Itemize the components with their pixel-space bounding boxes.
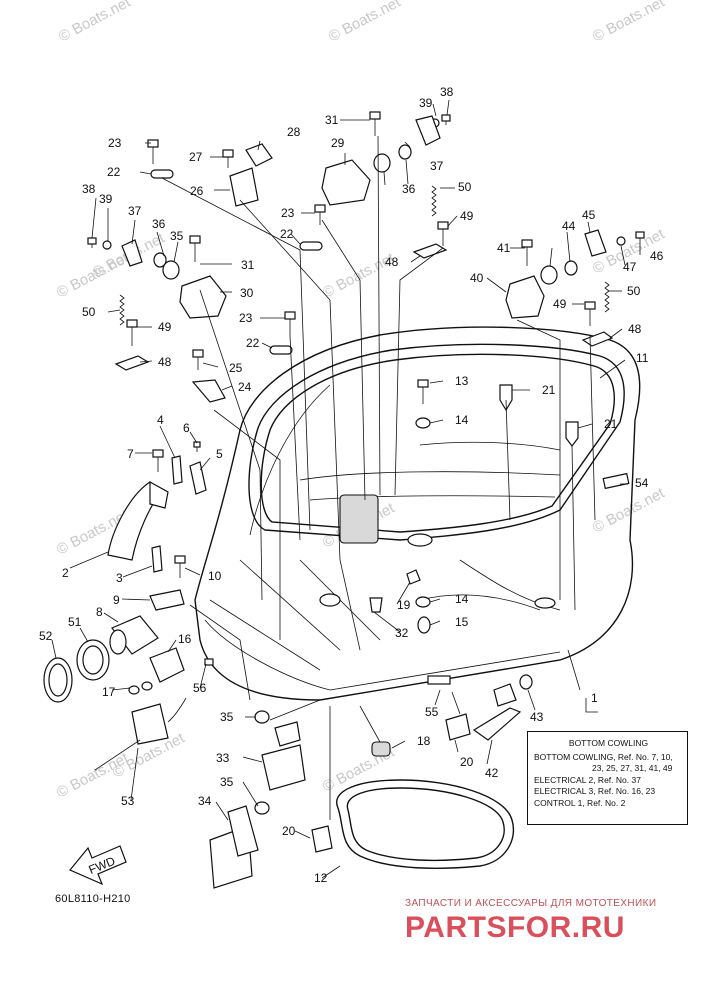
- bottom-cowling: [194, 326, 641, 701]
- reference-note-line: ELECTRICAL 3, Ref. No. 16, 23: [534, 786, 656, 796]
- callout-37: 37: [128, 204, 142, 218]
- callout-22: 22: [107, 165, 121, 179]
- watermark: © Boats.net: [590, 484, 668, 536]
- callout-38: 38: [440, 85, 454, 99]
- callout-24: 24: [238, 380, 252, 394]
- callout-44: 44: [562, 219, 576, 233]
- callout-22: 22: [246, 336, 260, 350]
- callout-36: 36: [402, 182, 416, 196]
- leader-lines: [51, 99, 641, 879]
- callout-17: 17: [102, 685, 116, 699]
- callout-31: 31: [325, 113, 339, 127]
- brand-tagline: ЗАПЧАСТИ И АКСЕССУАРЫ ДЛЯ МОТОТЕХНИКИ: [405, 898, 657, 909]
- callout-5: 5: [216, 447, 223, 461]
- callout-13: 13: [455, 374, 469, 388]
- callout-8: 8: [96, 605, 103, 619]
- callout-30: 30: [240, 286, 254, 300]
- callout-43: 43: [530, 710, 544, 724]
- callout-18: 18: [417, 734, 431, 748]
- small-parts: [43, 111, 645, 889]
- callout-50: 50: [458, 180, 472, 194]
- callout-56: 56: [193, 681, 207, 695]
- callout-21: 21: [542, 383, 556, 397]
- callout-35: 35: [170, 229, 184, 243]
- callout-38: 38: [82, 182, 96, 196]
- reference-note-line: CONTROL 1, Ref. No. 2: [534, 797, 626, 808]
- callout-36: 36: [152, 217, 166, 231]
- callout-1: 1: [591, 691, 598, 705]
- reference-note-title: BOTTOM COWLING: [568, 738, 649, 748]
- watermark: © Boats.net: [590, 0, 668, 46]
- callout-31: 31: [241, 258, 255, 272]
- callout-39: 39: [99, 192, 113, 206]
- callout-47: 47: [623, 260, 637, 274]
- callout-48: 48: [385, 255, 399, 269]
- callout-25: 25: [229, 361, 243, 375]
- callout-12: 12: [314, 871, 328, 885]
- callout-29: 29: [331, 136, 345, 150]
- callout-22: 22: [280, 227, 294, 241]
- callout-23: 23: [281, 206, 295, 220]
- callout-15: 15: [455, 615, 469, 629]
- reference-note-line: ELECTRICAL 2, Ref. No. 37: [534, 774, 641, 785]
- callout-9: 9: [113, 593, 120, 607]
- callout-14: 14: [455, 413, 469, 427]
- callout-42: 42: [485, 766, 499, 780]
- watermark: © Boats.net: [56, 0, 134, 46]
- callout-55: 55: [425, 705, 439, 719]
- callout-50: 50: [82, 305, 96, 319]
- callout-7: 7: [127, 447, 134, 461]
- callout-33: 33: [216, 751, 230, 765]
- callout-32: 32: [395, 626, 409, 640]
- callout-48: 48: [628, 322, 642, 336]
- callout-10: 10: [208, 569, 222, 583]
- reference-note-line: 23, 25, 27, 31, 41, 49: [592, 763, 673, 773]
- callout-45: 45: [582, 208, 596, 222]
- callout-16: 16: [178, 632, 192, 646]
- callout-4: 4: [157, 413, 164, 427]
- watermark: © Boats.net: [326, 0, 404, 46]
- callout-28: 28: [287, 125, 301, 139]
- callout-2: 2: [62, 566, 69, 580]
- callout-26: 26: [190, 184, 204, 198]
- callout-11: 11: [636, 351, 649, 365]
- callout-14: 14: [455, 592, 469, 606]
- callout-3: 3: [116, 571, 123, 585]
- callout-41: 41: [497, 241, 511, 255]
- callout-20: 20: [282, 824, 296, 838]
- callout-49: 49: [553, 297, 567, 311]
- callout-34: 34: [198, 794, 212, 808]
- callout-37: 37: [430, 159, 444, 173]
- callout-20: 20: [460, 755, 474, 769]
- callout-23: 23: [108, 136, 122, 150]
- callout-48: 48: [158, 355, 172, 369]
- callout-49: 49: [460, 209, 474, 223]
- drawing-code: 60L8110-H210: [55, 893, 131, 905]
- callout-46: 46: [650, 249, 664, 263]
- callout-27: 27: [189, 150, 203, 164]
- reference-note-box: BOTTOM COWLING BOTTOM COWLING, Ref. No. …: [527, 731, 688, 825]
- callout-35: 35: [220, 775, 234, 789]
- callout-35: 35: [220, 710, 234, 724]
- callout-19: 19: [397, 598, 411, 612]
- callout-54: 54: [635, 476, 649, 490]
- callout-52: 52: [39, 629, 53, 643]
- callout-21: 21: [604, 417, 618, 431]
- callout-49: 49: [158, 320, 172, 334]
- callout-53: 53: [121, 794, 135, 808]
- reference-note-line: BOTTOM COWLING, Ref. No. 7, 10,: [534, 751, 673, 762]
- callout-23: 23: [239, 311, 253, 325]
- callout-50: 50: [627, 284, 641, 298]
- callout-51: 51: [68, 615, 82, 629]
- callout-39: 39: [419, 96, 433, 110]
- brand-logo: PARTSFOR.RU: [405, 911, 625, 944]
- callout-40: 40: [470, 271, 484, 285]
- callout-6: 6: [183, 421, 190, 435]
